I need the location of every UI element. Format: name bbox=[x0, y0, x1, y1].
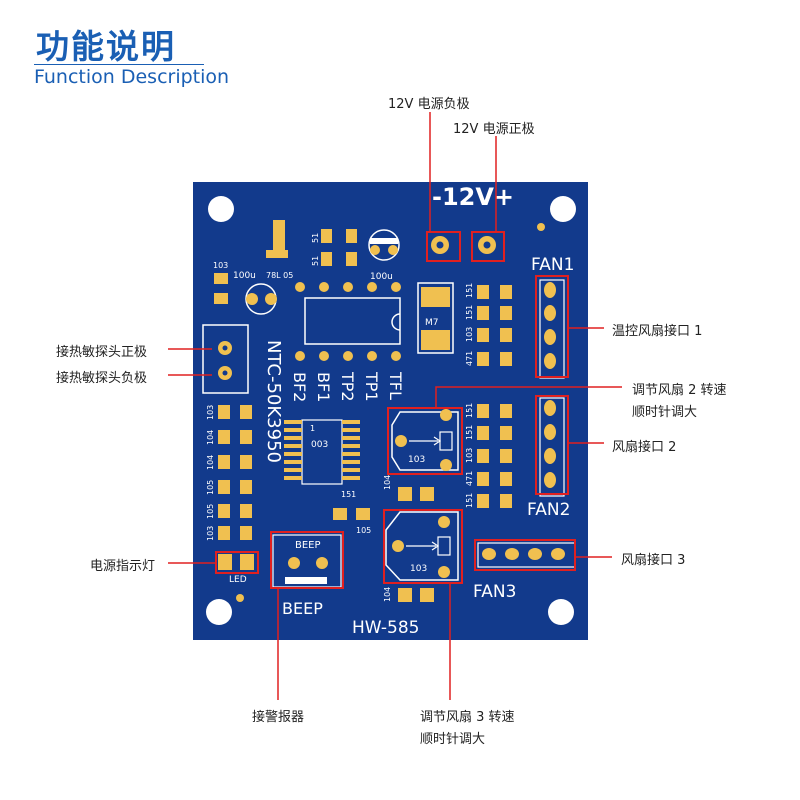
chip-003-silk-label: 003 bbox=[311, 440, 328, 450]
label-12v-positive: 12V 电源正极 bbox=[453, 122, 535, 137]
highlight-boxes bbox=[215, 231, 576, 589]
r104b-silk-label: 104 bbox=[383, 587, 392, 602]
label-fan1-temp: 温控风扇接口 1 bbox=[612, 324, 703, 339]
r51a-silk-label: 51 bbox=[311, 233, 320, 243]
pin-tfl-label: TFL bbox=[386, 371, 405, 400]
page-subtitle: Function Description bbox=[34, 66, 230, 88]
col-fan1-label: 151 bbox=[465, 305, 474, 320]
fan3-silk-label: FAN3 bbox=[473, 582, 516, 602]
label-12v-negative: 12V 电源负极 bbox=[388, 97, 470, 112]
model-silk-label: HW-585 bbox=[352, 618, 420, 638]
highlight-pot1 bbox=[387, 407, 463, 475]
col-fan2-label: 151 bbox=[465, 403, 474, 418]
fiducial-icon bbox=[537, 223, 545, 231]
r51b-silk-label: 51 bbox=[311, 256, 320, 266]
cap-right-silk-label: 100u bbox=[370, 272, 393, 282]
ntc-silk-label: NTC-50K3950 bbox=[263, 340, 284, 463]
r1-silk-label: 1 bbox=[310, 424, 315, 433]
label-buzzer: 接警报器 bbox=[252, 710, 305, 725]
col-left-label: 103 bbox=[206, 526, 215, 541]
mounting-hole-icon bbox=[208, 196, 234, 222]
fiducial-icon bbox=[236, 594, 244, 602]
mounting-hole-icon bbox=[206, 599, 232, 625]
smd-pads-middle bbox=[333, 487, 434, 602]
mounting-holes bbox=[206, 196, 576, 625]
fan3-header bbox=[477, 542, 576, 568]
fan2-header bbox=[539, 397, 565, 497]
col-fan2-label: 103 bbox=[465, 448, 474, 463]
r103-silk-label: 103 bbox=[213, 261, 228, 270]
potentiometer-fan2 bbox=[391, 409, 459, 471]
pin-bf2-label: BF2 bbox=[290, 372, 309, 402]
label-fan3-adjust-1: 调节风扇 3 转速 bbox=[420, 710, 515, 725]
title-divider bbox=[34, 64, 204, 65]
r104a-silk-label: 104 bbox=[383, 475, 392, 490]
page-title: 功能说明 bbox=[36, 27, 176, 66]
highlight-pot2 bbox=[383, 509, 463, 584]
col-left-label: 104 bbox=[206, 455, 215, 470]
highlight-12v-positive bbox=[471, 231, 505, 262]
col-left-label: 105 bbox=[206, 504, 215, 519]
label-fan2-adjust-1: 调节风扇 2 转速 bbox=[632, 383, 727, 398]
power-silk-label: -12V+ bbox=[432, 183, 514, 211]
fan2-silk-label: FAN2 bbox=[527, 500, 570, 520]
pot1-silk-label: 103 bbox=[408, 455, 425, 465]
col-fan2-label: 151 bbox=[465, 493, 474, 508]
r105-silk-label: 105 bbox=[356, 526, 371, 535]
r151-silk-label: 151 bbox=[341, 490, 356, 499]
col-left-label: 103 bbox=[206, 405, 215, 420]
col-fan1-label: 151 bbox=[465, 283, 474, 298]
pot2-silk-label: 103 bbox=[410, 564, 427, 574]
cap-left-silk-label: 100u bbox=[233, 271, 256, 281]
label-power-led: 电源指示灯 bbox=[90, 559, 156, 574]
label-fan3-port: 风扇接口 3 bbox=[621, 553, 686, 568]
col-left-label: 105 bbox=[206, 480, 215, 495]
regulator-78l05 bbox=[266, 220, 288, 258]
resistor-block-fan2 bbox=[477, 404, 512, 508]
diode-m7 bbox=[417, 282, 454, 354]
capacitor-left bbox=[245, 283, 277, 315]
potentiometer-fan3 bbox=[385, 511, 459, 581]
label-ntc-negative: 接热敏探头负极 bbox=[56, 371, 148, 386]
highlight-buzzer bbox=[270, 531, 344, 589]
ntc-connector bbox=[202, 324, 249, 394]
power-terminal bbox=[431, 236, 496, 254]
dip-ic bbox=[295, 282, 401, 361]
led-silk-label: LED bbox=[229, 575, 247, 585]
buzzer bbox=[272, 534, 342, 588]
highlight-12v-negative bbox=[426, 231, 461, 262]
col-left-label: 104 bbox=[206, 430, 215, 445]
resistor-column-left bbox=[218, 405, 252, 540]
label-fan3-adjust-2: 顺时针调大 bbox=[420, 732, 486, 747]
col-fan2-label: 471 bbox=[465, 471, 474, 486]
col-fan2-label: 151 bbox=[465, 425, 474, 440]
highlight-fan3 bbox=[474, 539, 576, 571]
beep-top-silk-label: BEEP bbox=[295, 540, 321, 551]
m7-silk-label: M7 bbox=[425, 318, 439, 328]
beep-silk-label: BEEP bbox=[282, 599, 323, 618]
mounting-hole-icon bbox=[548, 599, 574, 625]
smd-pads-top bbox=[214, 229, 357, 304]
pin-tp2-label: TP2 bbox=[338, 371, 357, 402]
power-led bbox=[218, 554, 254, 570]
mounting-hole-icon bbox=[550, 196, 576, 222]
leader-lines bbox=[168, 112, 622, 700]
label-fan2-port: 风扇接口 2 bbox=[612, 440, 677, 455]
label-ntc-positive: 接热敏探头正极 bbox=[56, 345, 148, 360]
resistor-block-fan1 bbox=[477, 285, 512, 366]
label-fan2-adjust-2: 顺时针调大 bbox=[632, 405, 698, 420]
sop-chip-003 bbox=[284, 419, 360, 485]
col-fan1-label: 471 bbox=[465, 351, 474, 366]
capacitor-right bbox=[368, 229, 400, 261]
pin-bf1-label: BF1 bbox=[314, 372, 333, 402]
highlight-fan2 bbox=[535, 395, 569, 495]
pin-tp1-label: TP1 bbox=[362, 371, 381, 402]
r78l05-silk-label: 78L 05 bbox=[266, 271, 293, 280]
col-fan1-label: 103 bbox=[465, 327, 474, 342]
highlight-fan1 bbox=[535, 275, 569, 378]
fan1-silk-label: FAN1 bbox=[531, 255, 574, 275]
